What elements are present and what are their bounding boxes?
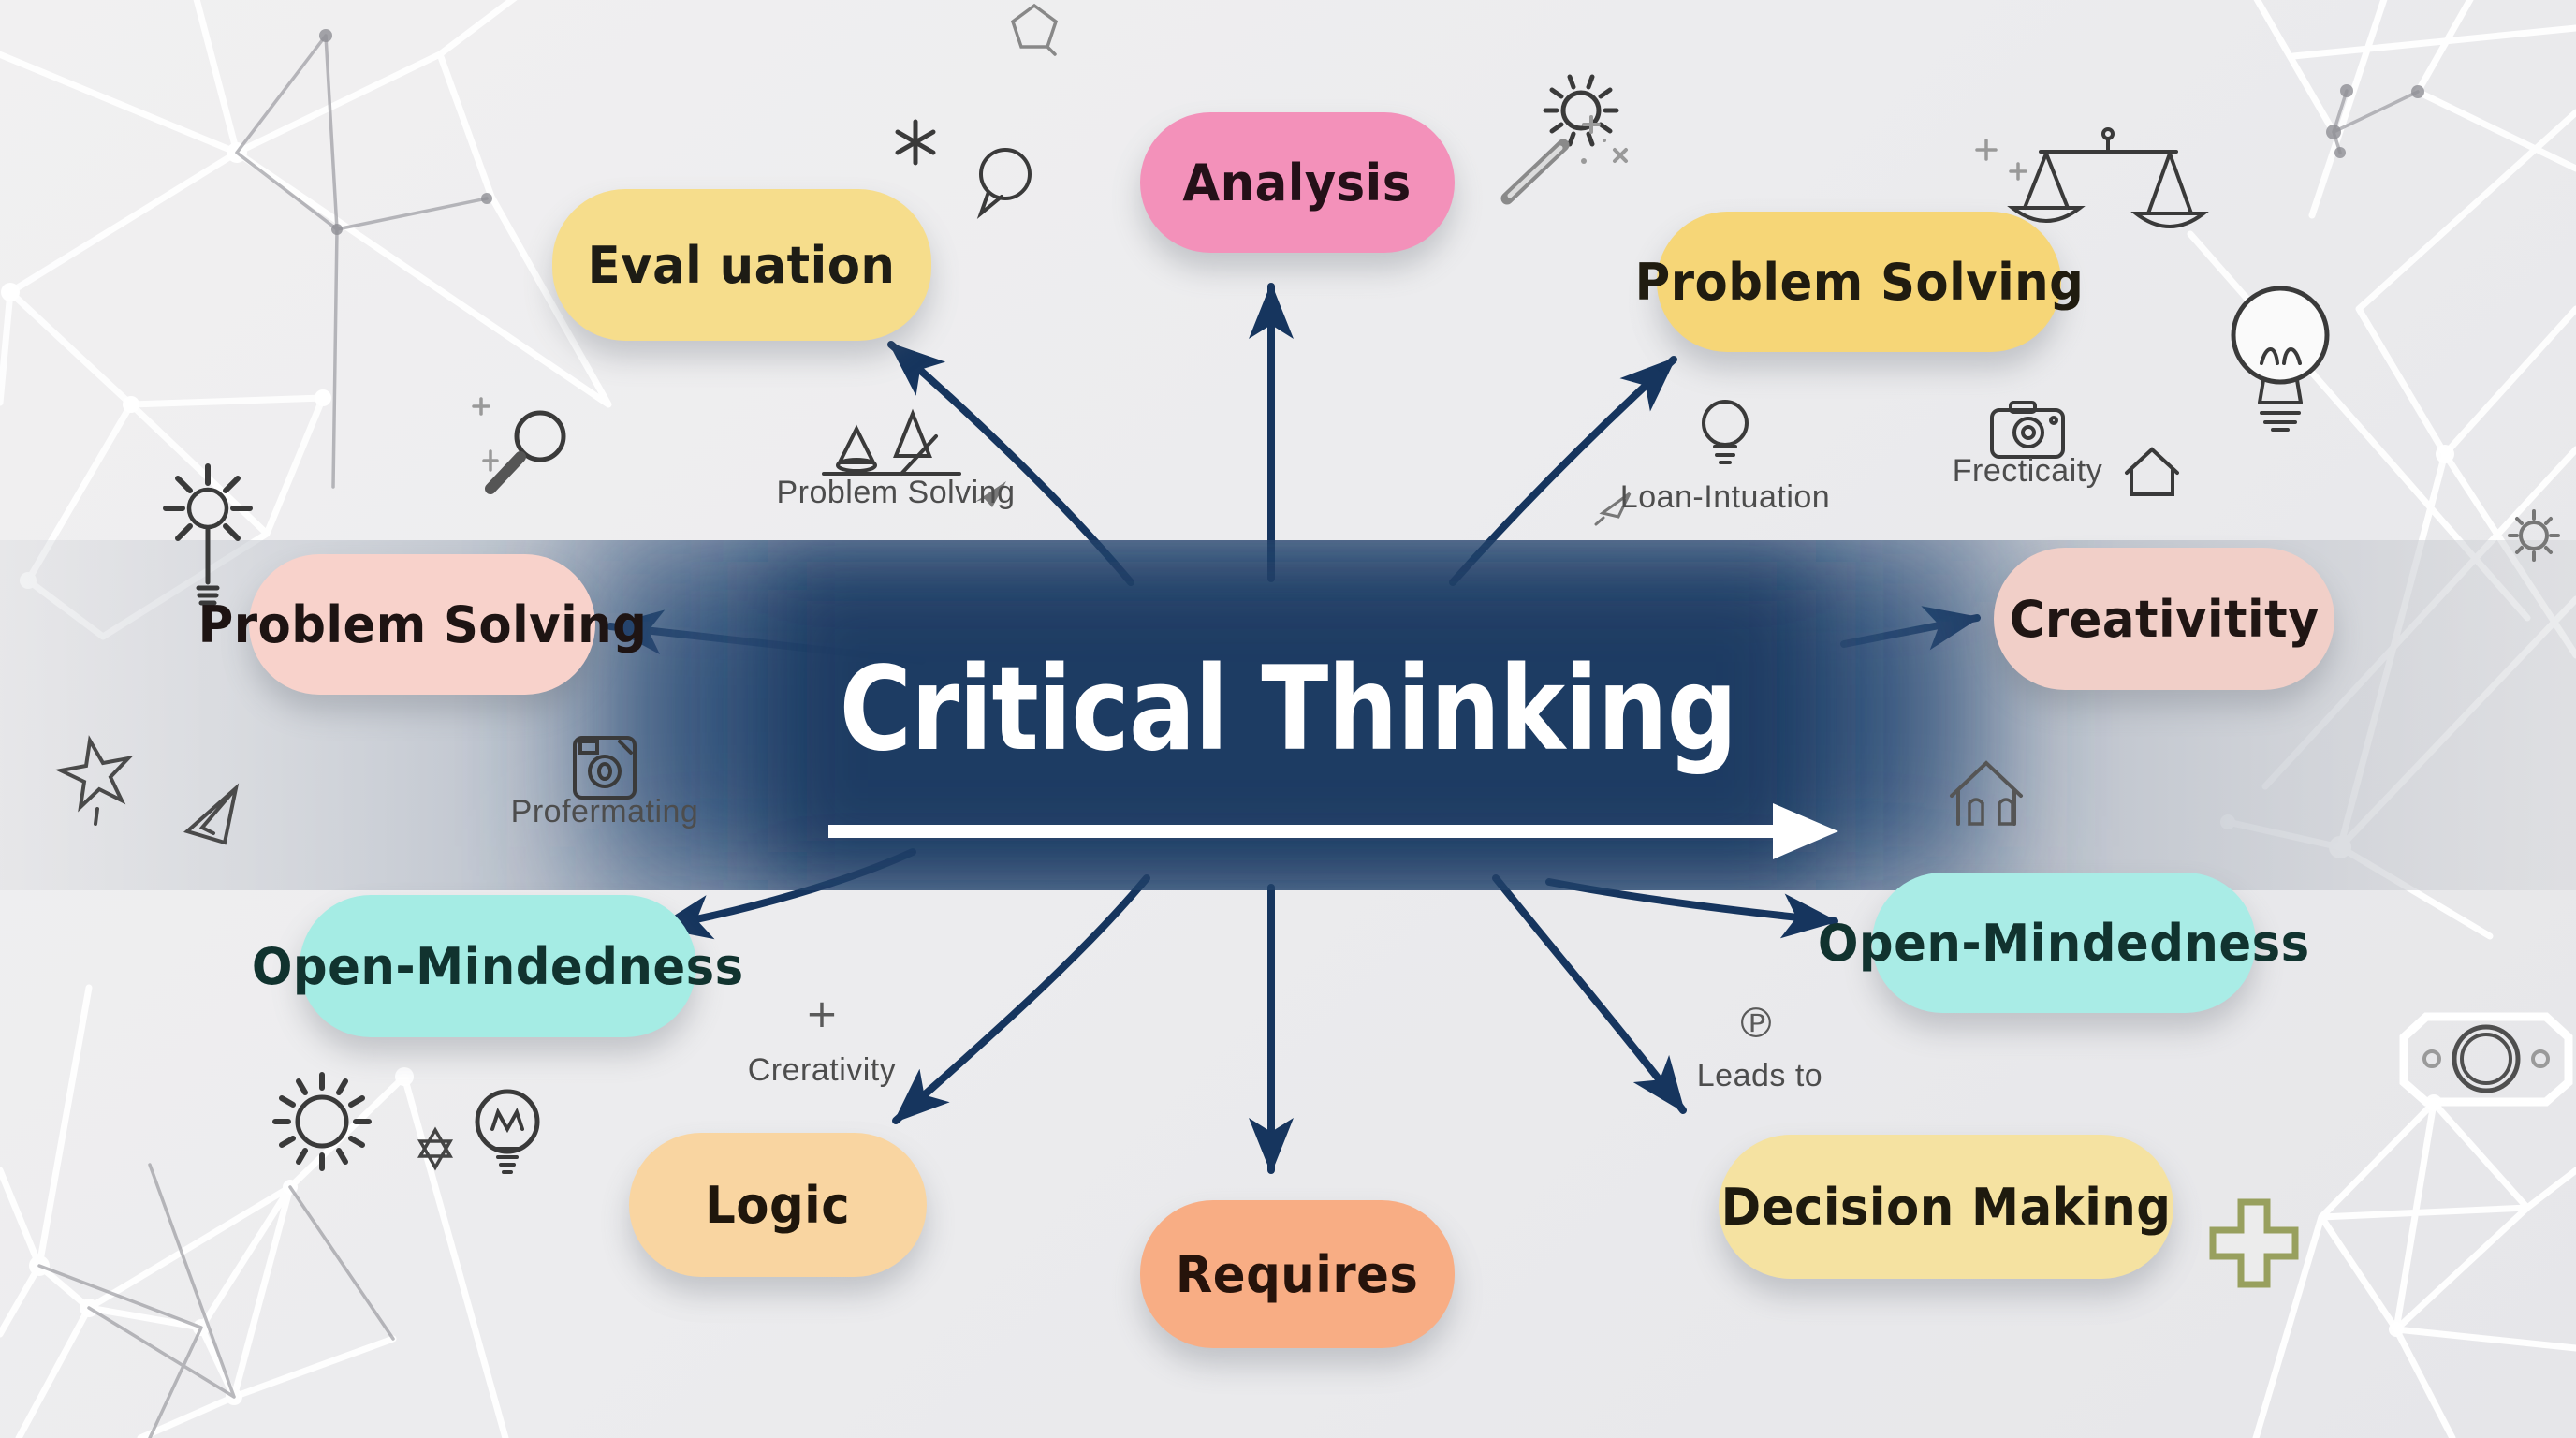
star-outline-icon (54, 735, 134, 826)
note-leads-to: Leads to (1696, 1058, 1823, 1093)
bubble-requires: Requires (1140, 1200, 1455, 1348)
bubble-creativitity-label: Creativitity (2009, 589, 2320, 649)
bubble-evaluation-label: Eval uation (588, 235, 896, 295)
center-white-arrow (828, 803, 1838, 859)
note-crerativity: Crerativity (747, 1052, 897, 1088)
bubble-problem-solving-top-label: Problem Solving (1634, 252, 2084, 312)
bubble-analysis-label: Analysis (1182, 153, 1412, 213)
bubble-problem-solving-left: Problem Solving (198, 554, 646, 695)
camera-icon (1990, 401, 2065, 459)
bubble-problem-solving-top: Problem Solving (1634, 212, 2083, 352)
lightbulb-large-icon (2231, 286, 2330, 432)
note-profermating: Profermating (510, 794, 699, 829)
bubble-logic-label: Logic (705, 1175, 851, 1235)
bubble-analysis: Analysis (1140, 112, 1455, 253)
arrow-to-decision-making (1492, 874, 1687, 1114)
bubble-decision-making: Decision Making (1719, 1135, 2174, 1279)
sun-icon (272, 1072, 372, 1171)
page-title: Critical Thinking (839, 642, 1738, 777)
house-windows-icon (1950, 760, 2023, 826)
p-mark-icon: ℗ (1735, 1000, 1777, 1048)
sparkle-icon (472, 139, 2027, 472)
bubble-open-mindedness-right: Open-Mindedness (1818, 873, 2309, 1013)
bubble-problem-solving-left-label: Problem Solving (198, 594, 647, 654)
plus-icon: + (805, 990, 839, 1036)
tiny-arrow-icon (1594, 492, 1632, 526)
magnifier-icon (485, 410, 566, 494)
bubble-open-mindedness-left: Open-Mindedness (252, 895, 743, 1037)
lens-plate-icon (2399, 1012, 2573, 1107)
instant-camera-icon (573, 736, 637, 800)
bubble-requires-label: Requires (1176, 1244, 1419, 1304)
speech-bubble-icon (976, 148, 1032, 220)
network-nodes-gray (319, 29, 2424, 235)
note-frecticaity: Frecticaity (1952, 453, 2103, 489)
lightbulb-small-icon (1702, 400, 1749, 464)
lightbulb-m-icon (475, 1089, 540, 1174)
bubble-logic: Logic (629, 1133, 927, 1277)
house-icon (2125, 447, 2179, 496)
bubble-creativitity: Creativitity (1994, 548, 2334, 690)
hexagram-icon (417, 1126, 454, 1171)
mini-scales-icon (822, 408, 961, 476)
bubble-open-mindedness-right-label: Open-Mindedness (1818, 913, 2310, 973)
cursor-dart-icon (975, 481, 1006, 507)
balance-scales-icon (2007, 127, 2209, 228)
olive-plus-icon (2209, 1198, 2299, 1288)
dandelion-wand-icon (163, 463, 253, 606)
note-loan-intuation: Loan-Intuation (1619, 479, 1831, 515)
asterisk-icon (895, 119, 936, 166)
arrow-to-logic (892, 874, 1150, 1124)
pentagon-icon (1010, 3, 1059, 56)
gear-sun-icon (1543, 74, 1619, 147)
bubble-open-mindedness-left-label: Open-Mindedness (252, 936, 744, 996)
bubble-evaluation: Eval uation (552, 189, 931, 341)
note-problem-solving: Problem Solving (776, 475, 1016, 510)
magic-wand-icon (1500, 115, 1628, 205)
gear-small-icon (2508, 509, 2560, 562)
paper-plane-icon (183, 783, 240, 845)
bubble-decision-making-label: Decision Making (1720, 1177, 2172, 1237)
